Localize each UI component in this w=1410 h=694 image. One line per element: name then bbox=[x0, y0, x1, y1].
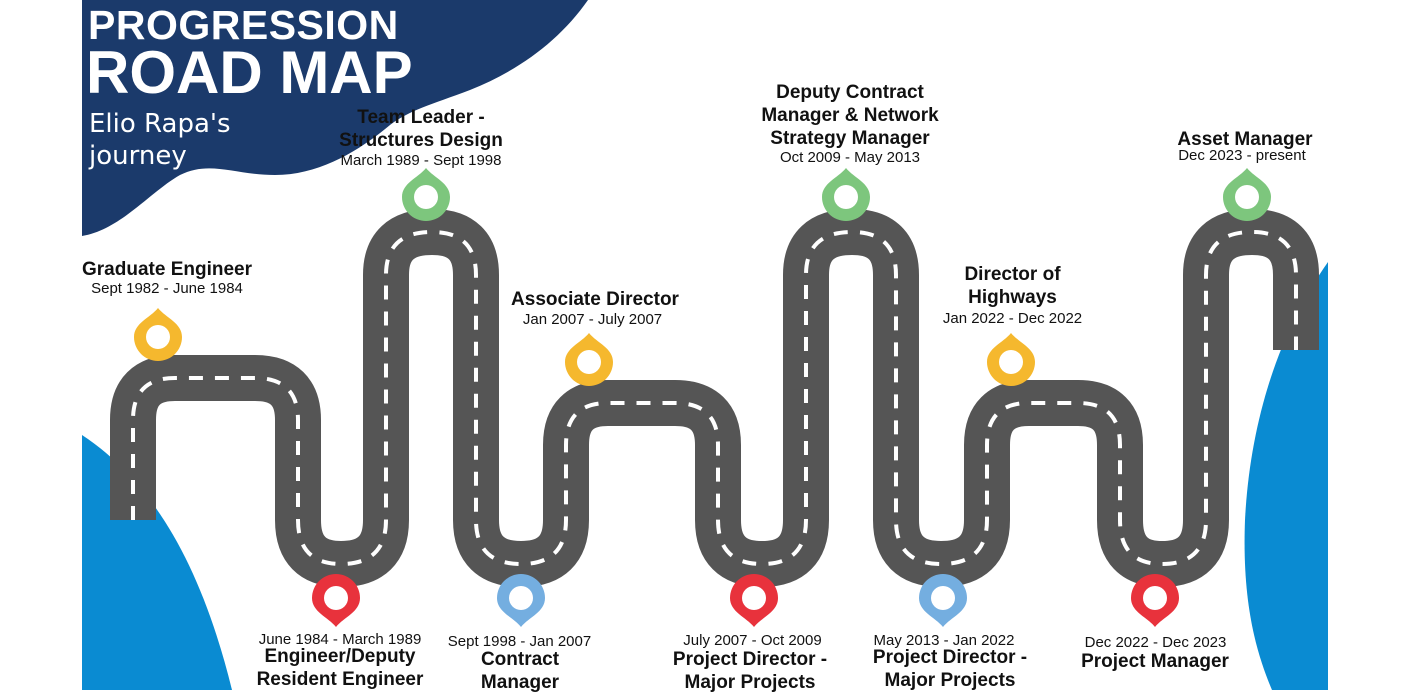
road-surface bbox=[110, 209, 1319, 587]
pin-hole bbox=[146, 325, 170, 349]
milestone-dates: Sept 1998 - Jan 2007 bbox=[447, 633, 592, 650]
milestone-title: Director of Highways bbox=[964, 264, 1061, 308]
milestone-dates: June 1984 - March 1989 bbox=[258, 631, 422, 648]
milestone-title: Graduate Engineer bbox=[82, 259, 252, 280]
pin-hole bbox=[1143, 586, 1167, 610]
map-pin-icon bbox=[565, 333, 613, 386]
milestone-dates: Dec 2022 - Dec 2023 bbox=[1084, 634, 1227, 651]
milestone-dates: Jan 2022 - Dec 2022 bbox=[942, 310, 1083, 327]
milestone-title: Deputy Contract Manager & Network Strate… bbox=[761, 82, 939, 149]
map-pin-icon bbox=[730, 574, 778, 627]
pin-hole bbox=[931, 586, 955, 610]
milestone-dates: March 1989 - Sept 1998 bbox=[340, 152, 502, 169]
title-line-2: ROAD MAP bbox=[86, 39, 413, 106]
milestone-title: Team Leader - Structures Design bbox=[339, 107, 503, 151]
map-pin-icon bbox=[134, 308, 182, 361]
milestone-title: Engineer/Deputy Resident Engineer bbox=[256, 646, 424, 690]
pin-hole bbox=[1235, 185, 1259, 209]
pin-hole bbox=[414, 185, 438, 209]
milestone-title: Asset Manager bbox=[1177, 129, 1313, 150]
milestone-dates: Sept 1982 - June 1984 bbox=[91, 280, 243, 297]
map-pin-icon bbox=[822, 168, 870, 221]
title-line-1: PROGRESSION bbox=[88, 2, 399, 48]
map-pin-icon bbox=[1131, 574, 1179, 627]
pin-hole bbox=[999, 350, 1023, 374]
map-pin-icon bbox=[919, 574, 967, 627]
milestone-dates: Dec 2023 - present bbox=[1178, 147, 1306, 164]
milestone-dates: Oct 2009 - May 2013 bbox=[779, 149, 921, 166]
milestone-title: Project Manager bbox=[1081, 651, 1229, 672]
pin-hole bbox=[577, 350, 601, 374]
milestone-dates: July 2007 - Oct 2009 bbox=[683, 632, 822, 649]
map-pin-icon bbox=[1223, 168, 1271, 221]
milestone-title: Project Director - Major Projects bbox=[872, 647, 1028, 691]
right-blue-wave bbox=[1244, 262, 1328, 690]
map-pin-icon bbox=[497, 574, 545, 627]
milestone-dates: Jan 2007 - July 2007 bbox=[522, 311, 663, 328]
map-pin-icon bbox=[402, 168, 450, 221]
map-pin-icon bbox=[312, 574, 360, 627]
milestone-title: Project Director - Major Projects bbox=[672, 649, 828, 693]
winding-road bbox=[110, 209, 1319, 587]
milestone-title: Contract Manager bbox=[480, 649, 560, 693]
milestone-dates: May 2013 - Jan 2022 bbox=[873, 632, 1015, 649]
pin-hole bbox=[509, 586, 533, 610]
pin-hole bbox=[742, 586, 766, 610]
pin-hole bbox=[324, 586, 348, 610]
subtitle: Elio Rapa's journey bbox=[89, 109, 231, 171]
map-pin-icon bbox=[987, 333, 1035, 386]
pin-hole bbox=[834, 185, 858, 209]
left-blue-wave bbox=[82, 435, 232, 690]
header-blob bbox=[82, 0, 588, 236]
milestone-title: Associate Director bbox=[511, 289, 679, 310]
